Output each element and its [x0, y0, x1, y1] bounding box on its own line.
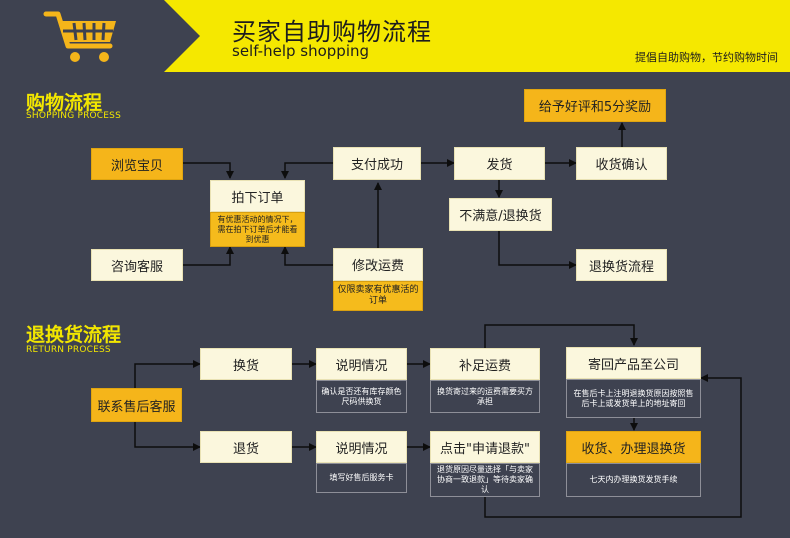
arrow-unsatisfied-to-return — [498, 231, 577, 269]
node-ship: 发货 — [454, 147, 545, 180]
note-receive-process: 七天内办理换货发货手续 — [566, 463, 701, 497]
shopping-section-subtitle: SHOPPING PROCESS — [26, 111, 122, 121]
arrow-pay-to-sendback — [484, 324, 638, 348]
node-receive-process: 收货、办理退换货 — [566, 431, 701, 463]
note-send-back: 在售后卡上注明退换货原因按照售后卡上或发货单上的地址寄回 — [566, 379, 701, 418]
note-apply-refund: 退货原因尽量选择「与卖家协商一致退款」等待卖家确认 — [430, 463, 540, 497]
shopping-cart-icon — [43, 11, 116, 62]
note-explain-exchange: 确认是否还有库存颜色尺码供换货 — [316, 380, 407, 413]
node-refund: 退货 — [200, 431, 292, 463]
banner-title: 买家自助购物流程 — [232, 18, 432, 46]
arrow-browse-to-order — [183, 162, 234, 179]
banner: 买家自助购物流程 self-help shopping 提倡自助购物，节约购物时… — [0, 0, 790, 72]
return-section-subtitle: RETURN PROCESS — [26, 345, 111, 355]
note-place-order: 有优惠活动的情况下，需在拍下订单后才能看到优惠 — [210, 212, 305, 247]
node-consult: 咨询客服 — [91, 249, 183, 281]
node-confirm-receipt: 收货确认 — [576, 147, 667, 180]
arrow-contact-to-exchange — [134, 360, 201, 388]
arrow-contact-to-refund — [134, 422, 201, 451]
node-place-order: 拍下订单 — [210, 180, 305, 212]
node-contact-service: 联系售后客服 — [91, 388, 182, 422]
node-browse: 浏览宝贝 — [91, 148, 183, 180]
node-apply-refund: 点击"申请退款" — [430, 431, 540, 463]
node-explain-exchange: 说明情况 — [316, 348, 407, 380]
node-explain-refund: 说明情况 — [316, 431, 407, 463]
node-reward: 给予好评和5分奖励 — [524, 89, 666, 122]
arrow-consult-to-order — [183, 246, 234, 266]
note-explain-refund: 填写好售后服务卡 — [316, 463, 407, 493]
note-modify-shipping: 仅限卖家有优惠活的订单 — [333, 281, 423, 311]
node-modify-shipping: 修改运费 — [333, 248, 423, 281]
node-return-flow: 退换货流程 — [576, 249, 667, 281]
note-pay-shipping: 换货寄过来的运费需要买方承担 — [430, 380, 540, 413]
node-exchange: 换货 — [200, 348, 292, 380]
arrow-pay-to-order — [281, 162, 333, 179]
node-pay-success: 支付成功 — [333, 147, 421, 180]
node-unsatisfied: 不满意/退换货 — [449, 198, 552, 231]
banner-subtitle: self-help shopping — [232, 42, 370, 60]
node-send-back: 寄回产品至公司 — [566, 347, 701, 379]
node-pay-shipping: 补足运费 — [430, 348, 540, 380]
banner-slogan: 提倡自助购物，节约购物时间 — [635, 51, 778, 64]
arrow-modify-to-order — [281, 246, 333, 266]
shopping-section-title: 购物流程 — [26, 92, 103, 114]
return-section-title: 退换货流程 — [26, 324, 122, 346]
